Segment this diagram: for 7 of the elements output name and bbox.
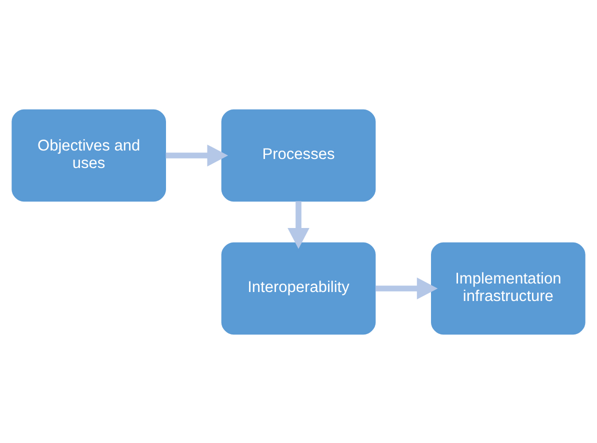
arrow	[288, 200, 310, 248]
node-box: Processes	[221, 108, 376, 202]
node-box: Interoperability	[221, 242, 376, 334]
arrow	[166, 144, 228, 166]
node-box: Objectives and uses	[12, 108, 166, 202]
arrow	[375, 277, 438, 299]
node-box: Implementation infrastructure	[431, 242, 586, 334]
